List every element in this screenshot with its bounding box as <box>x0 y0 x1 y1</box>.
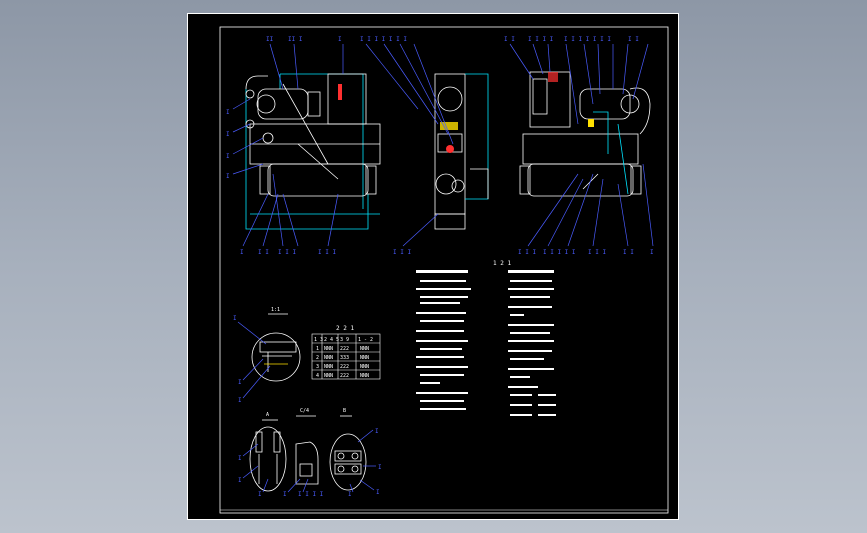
table-cell: 2 <box>316 355 319 361</box>
detail-a-callouts: I I I <box>233 315 271 404</box>
svg-text:I: I <box>375 428 379 435</box>
front-pipe-bends <box>245 75 268 129</box>
svg-text:I: I <box>226 109 230 116</box>
table-header-1: 1 3 <box>314 337 323 343</box>
table-cell: NNN <box>360 373 369 379</box>
svg-text:I: I <box>238 455 242 462</box>
rear-view <box>519 71 651 197</box>
inner-frame <box>219 26 669 514</box>
svg-text:I I I: I I I <box>278 249 296 256</box>
svg-text:I: I <box>338 36 342 43</box>
svg-text:I: I <box>238 397 242 404</box>
svg-text:I: I <box>238 379 242 386</box>
parameter-table <box>311 333 381 380</box>
svg-text:II I: II I <box>288 36 303 43</box>
table-cell: NNN <box>324 364 333 370</box>
drawing-sheet: II II I I I I I I I I I I I I I I I I I … <box>187 13 679 520</box>
svg-text:I I: I I <box>504 36 515 43</box>
table-title: 2 2 1 <box>336 325 354 332</box>
callouts-front <box>232 43 454 247</box>
svg-text:I: I <box>283 491 287 498</box>
detail-b-title: A <box>266 412 269 418</box>
table-cell: 333 <box>340 355 349 361</box>
svg-text:I I I I I I I: I I I I I I I <box>360 36 407 43</box>
cad-drawing: II II I I I I I I I I I I I I I I I I I … <box>219 26 669 514</box>
notes-title: 1 2 1 <box>493 260 511 267</box>
svg-text:I I: I I <box>258 249 269 256</box>
svg-text:II: II <box>266 36 274 43</box>
table-cell: NNN <box>324 355 333 361</box>
svg-text:I: I <box>348 491 352 498</box>
table-cell: 1 <box>316 346 319 352</box>
svg-text:I I I: I I I <box>518 249 536 256</box>
table-cell: NNN <box>324 346 333 352</box>
table-cell: 222 <box>340 373 349 379</box>
detail-d-title: B <box>343 408 346 414</box>
svg-text:I I I: I I I <box>393 249 411 256</box>
table-header-2: 2 4 5 <box>324 337 339 343</box>
svg-text:I: I <box>226 173 230 180</box>
table-cell: 222 <box>340 364 349 370</box>
detail-a-title: 1:1 <box>271 307 280 313</box>
table-body: 1 NNN 222 NNN 2 NNN 333 NNN 3 NNN 222 NN… <box>316 346 369 379</box>
table-cell: NNN <box>360 364 369 370</box>
svg-text:I I: I I <box>623 249 634 256</box>
detail-view-b: A <box>249 412 287 492</box>
table-cell: 3 <box>316 364 319 370</box>
svg-text:I I I I: I I I I <box>298 491 324 498</box>
svg-text:I I I I I I I: I I I I I I I <box>564 36 611 43</box>
svg-text:I: I <box>378 464 382 471</box>
table-cell: 222 <box>340 346 349 352</box>
svg-text:I: I <box>376 489 380 496</box>
detail-view-c: C/4 <box>295 408 319 485</box>
detail-d-callouts: I I I I <box>348 428 382 498</box>
side-view <box>434 73 489 230</box>
svg-text:I I I: I I I <box>588 249 606 256</box>
table-cell: NNN <box>360 346 369 352</box>
detail-view-a: 1:1 <box>251 307 301 382</box>
notes-left-column <box>416 270 471 410</box>
svg-text:I: I <box>233 315 237 322</box>
detail-c-title: C/4 <box>300 408 309 414</box>
svg-text:I: I <box>240 249 244 256</box>
table-header-row: 1 3 2 4 5 3 9 1 - 2 <box>314 337 373 343</box>
detail-view-d: B <box>329 408 367 491</box>
table-cell: NNN <box>324 373 333 379</box>
table-cell: NNN <box>360 355 369 361</box>
table-header-4: 1 - 2 <box>358 337 373 343</box>
svg-text:I: I <box>226 153 230 160</box>
svg-text:I: I <box>650 249 654 256</box>
svg-text:I I I I I: I I I I I <box>543 249 576 256</box>
front-view <box>245 73 381 230</box>
callout-numbers-bottom: I I I I I I I I I I I I I I I I I I I I … <box>226 109 654 256</box>
detail-b-callouts: I I I <box>238 443 269 498</box>
table-header-3: 3 9 <box>340 337 349 343</box>
svg-text:I I I I: I I I I <box>528 36 554 43</box>
notes-right-column <box>508 270 556 416</box>
svg-text:I I: I I <box>628 36 639 43</box>
svg-text:I: I <box>238 477 242 484</box>
detail-c-callouts: I I I I I <box>283 478 324 498</box>
svg-text:I: I <box>258 491 262 498</box>
callout-numbers-top: II II I I I I I I I I I I I I I I I I I … <box>266 36 639 43</box>
svg-text:I I I: I I I <box>318 249 336 256</box>
table-cell: 4 <box>316 373 319 379</box>
svg-text:I: I <box>226 131 230 138</box>
callouts-rear <box>509 43 654 247</box>
